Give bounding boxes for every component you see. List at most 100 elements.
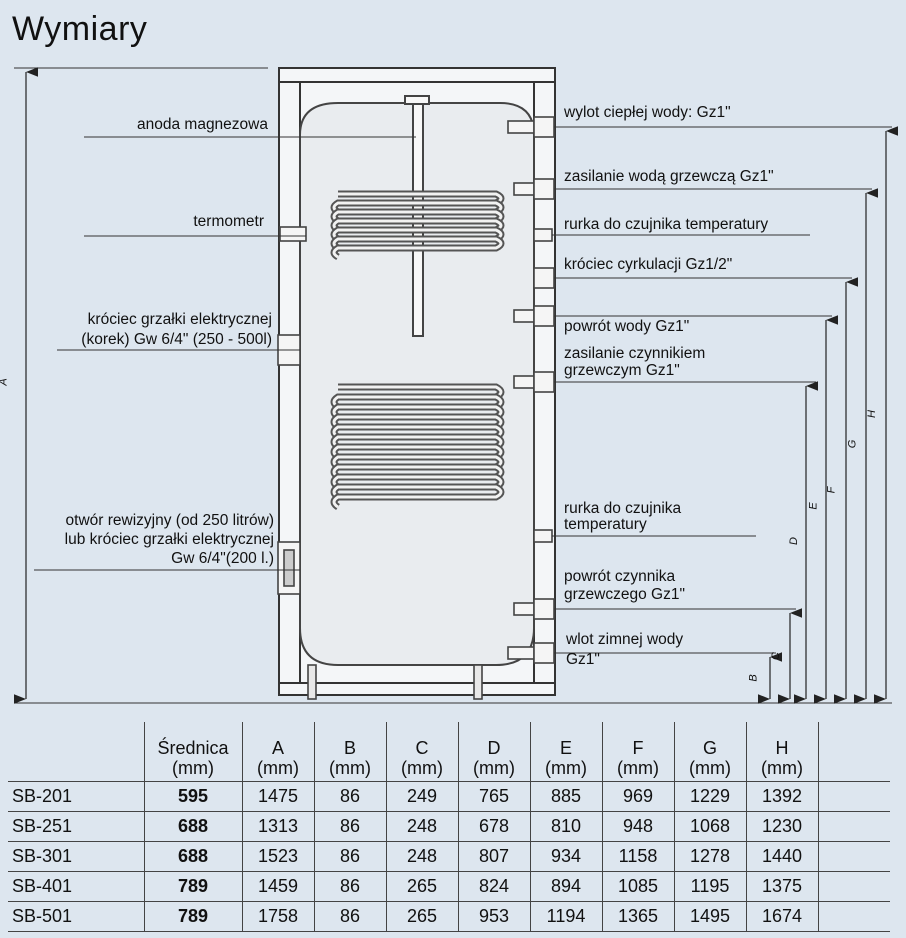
table-cell: 1475 <box>241 781 314 812</box>
header-unit: (mm) <box>689 758 731 778</box>
table-cell: 86 <box>313 871 386 902</box>
header-text: G <box>702 738 717 758</box>
leader-lines <box>14 67 892 704</box>
label-supply-heating-water: zasilanie wodą grzewczą Gz1" <box>564 168 774 185</box>
table-cell: 765 <box>457 781 530 812</box>
header-e: E(mm) <box>529 722 602 782</box>
table-cell: 1375 <box>745 871 818 902</box>
label-cold-inlet-2: Gz1" <box>566 651 600 668</box>
table-cell: 1313 <box>241 811 314 842</box>
table-cell: 248 <box>385 811 458 842</box>
table-cell: 1674 <box>745 901 818 932</box>
label-sensor-tube-1: rurka do czujnika temperatury <box>564 216 769 233</box>
table-cell: 1230 <box>745 811 818 842</box>
header-unit: (mm) <box>329 758 371 778</box>
table-cell: 789 <box>143 901 242 932</box>
table-cell: 1158 <box>601 841 674 872</box>
dim-label-f: F <box>825 486 838 494</box>
table-cell: 885 <box>529 781 602 812</box>
table-cell: 1459 <box>241 871 314 902</box>
header-unit: (mm) <box>617 758 659 778</box>
label-cold-inlet-1: wlot zimnej wody <box>566 631 684 648</box>
dimensions-table: Średnica(mm) A(mm) B(mm) C(mm) D(mm) E(m… <box>8 722 890 932</box>
table-header-row: Średnica(mm) A(mm) B(mm) C(mm) D(mm) E(m… <box>8 722 890 782</box>
table-cell-blank <box>817 871 890 902</box>
table-cell: 265 <box>385 871 458 902</box>
header-d: D(mm) <box>457 722 530 782</box>
header-text: Średnica <box>157 738 229 758</box>
table-cell: 678 <box>457 811 530 842</box>
cell-model: SB-401 <box>8 871 144 902</box>
header-text: E <box>559 738 572 758</box>
table-cell: 1278 <box>673 841 746 872</box>
table-cell: 86 <box>313 841 386 872</box>
header-diameter: Średnica(mm) <box>143 722 242 782</box>
table-cell: 86 <box>313 811 386 842</box>
table-cell: 86 <box>313 781 386 812</box>
table-cell: 1068 <box>673 811 746 842</box>
header-unit: (mm) <box>545 758 587 778</box>
header-h: H(mm) <box>745 722 818 782</box>
label-supply-medium-1: zasilanie czynnikiem <box>564 345 706 362</box>
tank-drawing <box>14 67 898 704</box>
label-return-water: powrót wody Gz1" <box>564 318 690 335</box>
header-c: C(mm) <box>385 722 458 782</box>
label-inspection-1: otwór rewizyjny (od 250 litrów) <box>65 512 274 529</box>
label-inspection-3: Gw 6/4"(200 l.) <box>171 550 274 567</box>
cell-model: SB-201 <box>8 781 144 812</box>
table-cell: 688 <box>143 841 242 872</box>
header-blank <box>817 722 890 782</box>
table-cell: 1195 <box>673 871 746 902</box>
header-unit: (mm) <box>761 758 803 778</box>
table-cell: 789 <box>143 871 242 902</box>
table-cell: 934 <box>529 841 602 872</box>
label-anode: anoda magnezowa <box>137 116 268 133</box>
table-cell: 1523 <box>241 841 314 872</box>
table-cell: 688 <box>143 811 242 842</box>
label-thermometer: termometr <box>193 213 264 230</box>
header-g: G(mm) <box>673 722 746 782</box>
header-text: D <box>487 738 501 758</box>
header-unit: (mm) <box>401 758 443 778</box>
table-cell: 894 <box>529 871 602 902</box>
header-unit: (mm) <box>257 758 299 778</box>
left-connectors <box>277 226 307 595</box>
table-cell: 595 <box>143 781 242 812</box>
dim-label-d: D <box>787 537 800 545</box>
table-cell: 810 <box>529 811 602 842</box>
table-cell: 1365 <box>601 901 674 932</box>
label-circulation: króciec cyrkulacji Gz1/2" <box>564 256 733 273</box>
table-cell: 824 <box>457 871 530 902</box>
table-cell: 86 <box>313 901 386 932</box>
table-cell-blank <box>817 841 890 872</box>
label-hot-water: wylot ciepłej wody: Gz1" <box>564 104 731 121</box>
label-return-medium-1: powrót czynnika <box>564 568 676 585</box>
dim-label-g: G <box>846 439 859 449</box>
label-sensor-tube-2-2: temperatury <box>564 516 647 533</box>
upper-heating-coil <box>330 190 505 261</box>
label-supply-medium-2: grzewczym Gz1" <box>564 362 680 379</box>
coil-loop-highlight <box>332 237 503 259</box>
dim-label-c: C <box>769 652 782 660</box>
table-cell: 948 <box>601 811 674 842</box>
table-cell: 969 <box>601 781 674 812</box>
table-cell: 1495 <box>673 901 746 932</box>
table-cell: 807 <box>457 841 530 872</box>
table-cell: 265 <box>385 901 458 932</box>
header-unit: (mm) <box>473 758 515 778</box>
label-return-medium-2: grzewczego Gz1" <box>564 586 685 603</box>
header-a: A(mm) <box>241 722 314 782</box>
label-heater-socket-1: króciec grzałki elektrycznej <box>87 311 272 328</box>
tank-feet <box>307 664 483 700</box>
header-f: F(mm) <box>601 722 674 782</box>
table-cell: 1194 <box>529 901 602 932</box>
table-cell: 1758 <box>241 901 314 932</box>
lower-heating-coil <box>330 383 505 510</box>
cell-model: SB-251 <box>8 811 144 842</box>
cell-model: SB-501 <box>8 901 144 932</box>
table-cell-blank <box>817 781 890 812</box>
